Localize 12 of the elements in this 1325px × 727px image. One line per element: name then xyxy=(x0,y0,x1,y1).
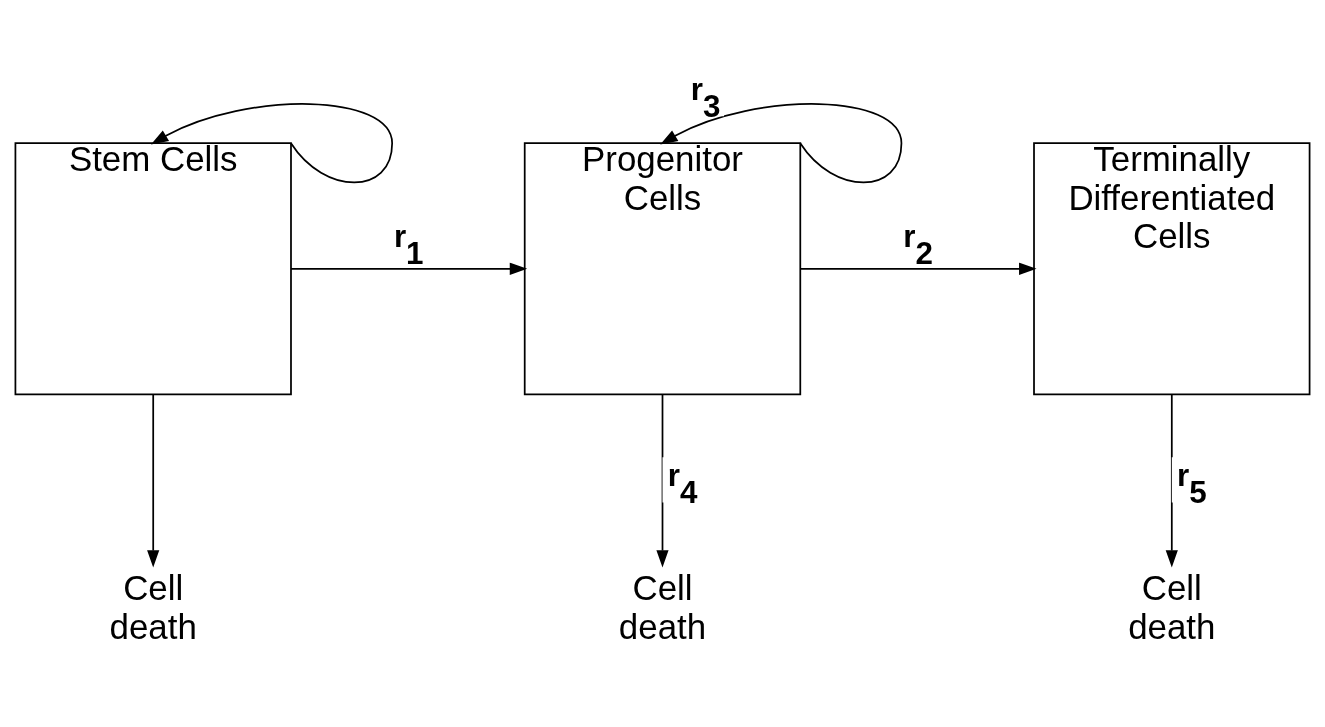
node-box: Stem Cells xyxy=(14,142,292,396)
node-text: Cell death xyxy=(618,568,707,646)
arrow xyxy=(290,262,528,275)
arrow xyxy=(660,103,903,184)
arrow xyxy=(1165,393,1178,568)
node-box: Terminally Differentiated Cells xyxy=(1033,142,1311,396)
node-text: Cell death xyxy=(1128,568,1216,646)
arrow xyxy=(799,262,1037,275)
arrow xyxy=(150,103,393,184)
node-box: Progenitor Cells xyxy=(523,142,802,396)
arrow xyxy=(147,393,160,568)
node-text: Cell death xyxy=(109,568,197,646)
